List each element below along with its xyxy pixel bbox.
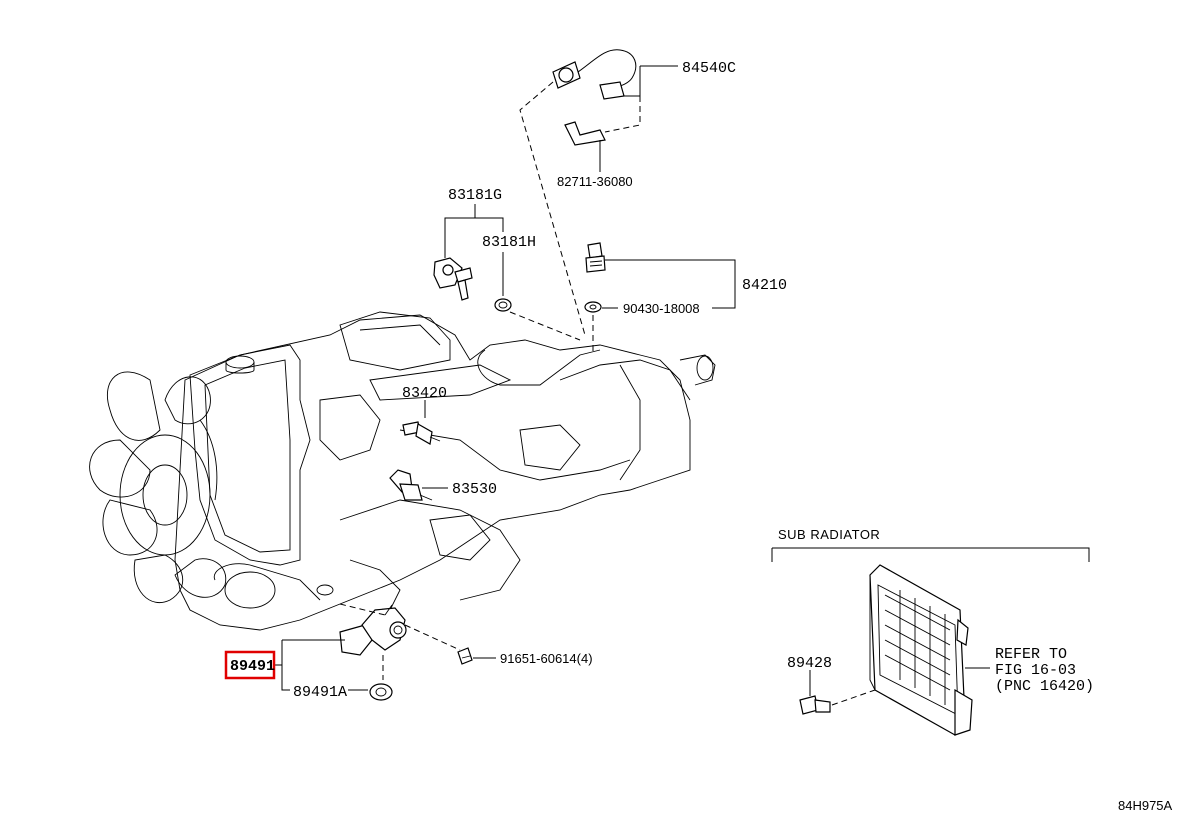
label-83530[interactable]: 83530 <box>452 481 497 498</box>
sub-radiator-bracket <box>771 547 1090 562</box>
oil-pressure-switch-83181g[interactable] <box>433 257 473 301</box>
leader-83181g <box>444 204 476 258</box>
label-89428[interactable]: 89428 <box>787 655 832 672</box>
label-83181g[interactable]: 83181G <box>448 187 502 204</box>
sensor-83530[interactable] <box>389 469 433 501</box>
refer-line-3[interactable]: (PNC 16420) <box>995 678 1094 695</box>
sub-radiator-section <box>771 547 1090 736</box>
label-83181h[interactable]: 83181H <box>482 234 536 251</box>
switch-84210[interactable] <box>585 242 606 273</box>
dashed-link-84540c <box>519 81 586 336</box>
label-91651-60614[interactable]: 91651-60614(4) <box>500 651 593 666</box>
cooling-fan <box>89 371 227 604</box>
oring-89491a[interactable] <box>369 683 393 701</box>
diagram-code: 84H975A <box>1118 798 1173 813</box>
label-89491[interactable]: 89491 <box>230 658 275 675</box>
refer-line-1: REFER TO <box>995 646 1067 663</box>
label-89491a[interactable]: 89491A <box>293 684 347 701</box>
highlight-box-89491 <box>224 650 276 680</box>
gasket-83181h[interactable] <box>494 298 512 312</box>
sub-radiator[interactable] <box>869 564 973 736</box>
engine-transmission-assembly <box>89 311 716 631</box>
bolt-91651-60614[interactable] <box>457 647 473 665</box>
crank-position-sensor-89491[interactable] <box>339 604 407 656</box>
label-82711-36080[interactable]: 82711-36080 <box>557 174 633 189</box>
bracket-82711-36080[interactable] <box>564 121 606 146</box>
label-90430-18008[interactable]: 90430-18008 <box>623 301 700 316</box>
speed-sensor-84540c[interactable] <box>552 49 637 100</box>
label-84210[interactable]: 84210 <box>742 277 787 294</box>
temp-sender-83420[interactable] <box>402 421 441 445</box>
refer-line-2[interactable]: FIG 16-03 <box>995 662 1076 679</box>
leader-84210 <box>605 259 736 283</box>
temp-sensor-89428[interactable] <box>799 695 831 715</box>
label-84540c[interactable]: 84540C <box>682 60 736 77</box>
label-83420[interactable]: 83420 <box>402 385 447 402</box>
gasket-90430-18008[interactable] <box>584 301 602 313</box>
sub-radiator-title: SUB RADIATOR <box>778 527 880 542</box>
